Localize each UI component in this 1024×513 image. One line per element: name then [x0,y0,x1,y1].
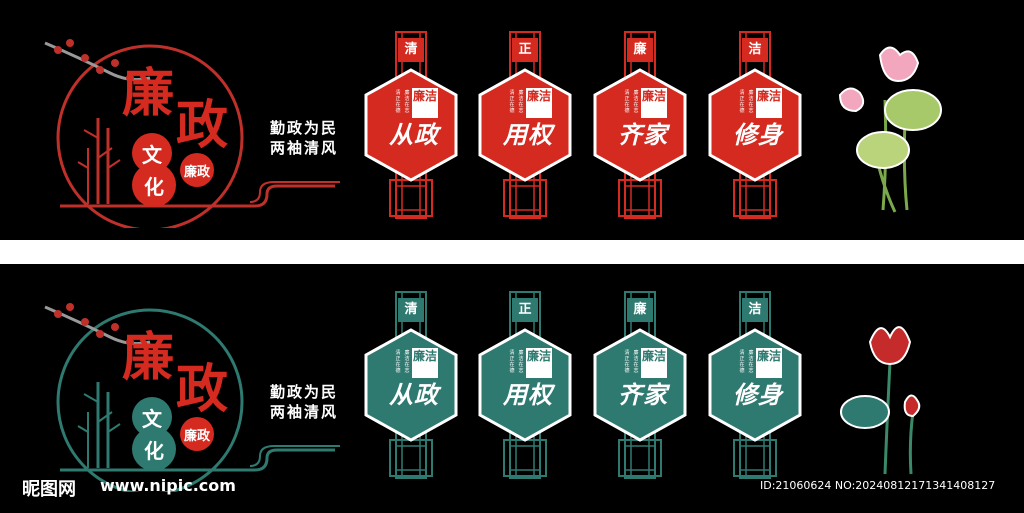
post-cap: 洁 [748,302,762,317]
post-box: 廉洁 [641,348,667,378]
panel-red: 廉 政 文 化 廉政 勤政为民 两袖清风 清 清正在德 廉洁在志 廉洁 从政 正… [0,0,1024,240]
post-2: 正 清正在德 廉洁在志 廉洁 用权 [470,30,580,220]
post-2: 正 清正在德 廉洁在志 廉洁 用权 [470,290,580,480]
post-brush: 修身 [733,380,783,409]
emblem-char2: 政 [176,95,229,156]
red-lotus-icon [840,326,921,475]
post-brush: 齐家 [618,120,668,149]
small-col2: 廉洁在志 [748,350,754,374]
post-box: 廉洁 [756,88,782,118]
post-cap: 正 [518,42,532,57]
post-box: 廉洁 [641,88,667,118]
small-col1: 清正在德 [509,350,515,374]
bubble-hua: 化 [132,163,176,207]
post-box: 廉洁 [756,348,782,378]
post-1: 清 清正在德 廉洁在志 廉洁 从政 [356,290,466,480]
small-col2: 廉洁在志 [518,90,524,114]
small-col2: 廉洁在志 [404,350,410,374]
post-brush: 修身 [733,120,783,149]
motto-line1: 勤政为民 [270,383,339,401]
post-3: 廉 清正在德 廉洁在志 廉洁 齐家 [585,30,695,220]
small-col1: 清正在德 [739,350,745,374]
post-box: 廉洁 [526,348,552,378]
pink-lotus-icon [838,46,942,213]
divider [0,240,1024,264]
small-col1: 清正在德 [509,90,515,114]
post-3: 廉 清正在德 廉洁在志 廉洁 齐家 [585,290,695,480]
emblem-char1: 廉 [122,63,175,124]
seal-lianzheng: 廉政 [180,153,214,187]
post-cap: 正 [518,302,532,317]
small-col1: 清正在德 [395,350,401,374]
small-col2: 廉洁在志 [518,350,524,374]
post-brush: 齐家 [618,380,668,409]
post-4: 洁 清正在德 廉洁在志 廉洁 修身 [700,30,810,220]
small-col1: 清正在德 [739,90,745,114]
post-cap: 清 [404,42,418,57]
emblem-graphic [44,303,340,492]
watermark-id: ID:21060624 NO:20240812171341408127 [760,479,996,492]
seal-lianzheng: 廉政 [180,417,214,451]
post-1: 清 清正在德 廉洁在志 廉洁 从政 [356,30,466,220]
post-brush: 用权 [503,380,553,409]
bubble-hua: 化 [132,427,176,471]
motto: 勤政为民 两袖清风 [270,382,338,422]
post-cap: 清 [404,302,418,317]
emblem-graphic [44,39,340,228]
panel-teal: 廉 政 文 化 廉政 勤政为民 两袖清风 清 清正在德 廉洁在志 廉洁 从政 正… [0,264,1024,504]
small-col1: 清正在德 [624,350,630,374]
small-col1: 清正在德 [395,90,401,114]
motto-line2: 两袖清风 [270,139,339,157]
motto-line2: 两袖清风 [270,403,339,421]
emblem: 廉 政 文 化 廉政 [40,18,360,228]
small-col2: 廉洁在志 [633,90,639,114]
small-col2: 廉洁在志 [633,350,639,374]
post-cap: 廉 [633,302,647,317]
motto: 勤政为民 两袖清风 [270,118,338,158]
small-col2: 廉洁在志 [404,90,410,114]
emblem-char2: 政 [176,359,229,420]
watermark-logo: 昵图网 [22,479,76,500]
post-box: 廉洁 [412,348,438,378]
small-col1: 清正在德 [624,90,630,114]
small-col2: 廉洁在志 [748,90,754,114]
post-brush: 从政 [389,380,439,409]
post-box: 廉洁 [526,88,552,118]
post-box: 廉洁 [412,88,438,118]
post-brush: 从政 [389,120,439,149]
post-cap: 洁 [748,42,762,57]
post-4: 洁 清正在德 廉洁在志 廉洁 修身 [700,290,810,480]
motto-line1: 勤政为民 [270,119,339,137]
watermark-url: www.nipic.com [100,476,236,495]
emblem: 廉 政 文 化 廉政 [40,282,360,492]
emblem-char1: 廉 [122,327,175,388]
post-cap: 廉 [633,42,647,57]
post-brush: 用权 [503,120,553,149]
